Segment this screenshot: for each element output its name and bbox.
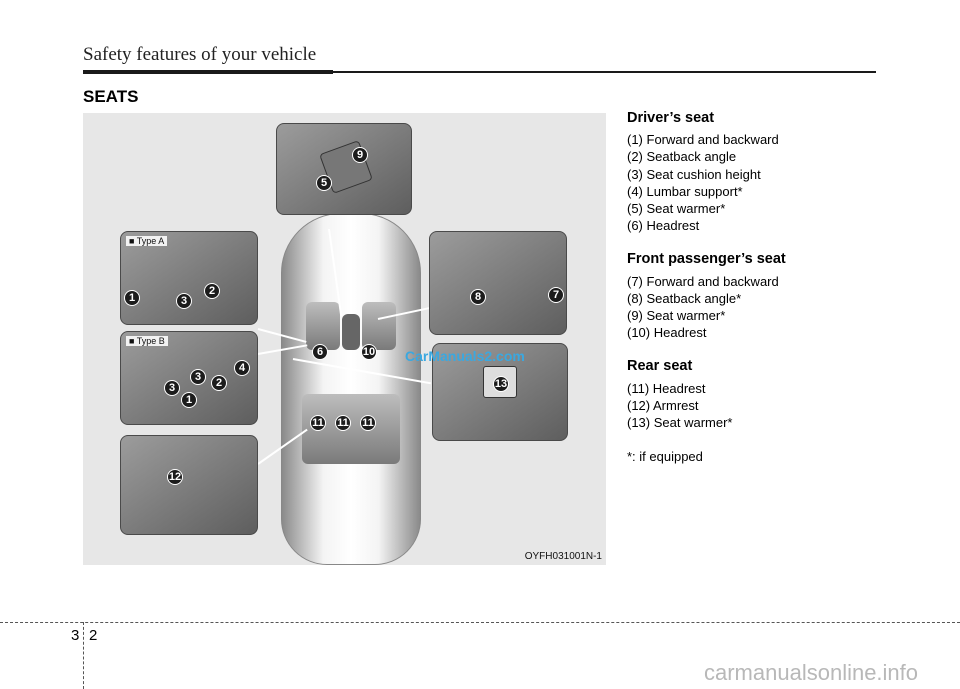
callout-11b: 11 — [335, 415, 351, 431]
callout-1: 1 — [124, 290, 140, 306]
list-item: (4) Lumbar support* — [627, 183, 743, 199]
type-a-label: ■ Type A — [126, 236, 168, 246]
front-seat-right — [362, 302, 396, 350]
seats-figure: ■ Type A ■ Type B 9 5 1 3 2 8 7 6 10 3 4… — [83, 113, 606, 565]
footer-divider — [0, 622, 960, 623]
callout-3b: 3 — [190, 369, 206, 385]
list-item: (3) Seat cushion height — [627, 166, 761, 182]
callout-5: 5 — [316, 175, 332, 191]
callout-6: 6 — [312, 344, 328, 360]
passenger-seat-heading: Front passenger’s seat — [627, 251, 786, 268]
callout-8: 8 — [470, 289, 486, 305]
panel-rear-warmer-switch — [432, 343, 568, 441]
console — [342, 314, 360, 350]
callout-3: 3 — [176, 293, 192, 309]
type-b-label: ■ Type B — [126, 336, 168, 346]
list-item: (6) Headrest — [627, 218, 700, 234]
page-chapter: 3 — [71, 627, 80, 644]
figure-code: OYFH031001N-1 — [524, 551, 602, 562]
callout-11c: 11 — [360, 415, 376, 431]
rear-seat-block: Rear seat (11) Headrest (12) Armrest (13… — [627, 358, 927, 431]
callout-12: 12 — [167, 469, 183, 485]
list-item: (1) Forward and backward — [627, 132, 779, 148]
callout-3c: 3 — [164, 380, 180, 396]
passenger-seat-block: Front passenger’s seat (7) Forward and b… — [627, 251, 927, 341]
front-seat-left — [306, 302, 340, 350]
header-rule-thin — [333, 71, 876, 73]
callout-10: 10 — [361, 344, 377, 360]
car-top-view — [281, 213, 421, 565]
drivers-seat-block: Driver’s seat (1) Forward and backward (… — [627, 110, 927, 234]
seat-legend: Driver’s seat (1) Forward and backward (… — [627, 110, 927, 465]
list-item: (10) Headrest — [627, 325, 707, 341]
callout-13: 13 — [493, 376, 509, 392]
list-item: (9) Seat warmer* — [627, 308, 726, 324]
page-number: 2 — [89, 627, 98, 644]
callout-11a: 11 — [310, 415, 326, 431]
list-item: (13) Seat warmer* — [627, 415, 733, 431]
callout-7: 7 — [548, 287, 564, 303]
panel-passenger-seat — [429, 231, 567, 335]
header-rule — [83, 70, 333, 74]
section-title: SEATS — [83, 87, 139, 106]
rear-seat-heading: Rear seat — [627, 358, 693, 375]
callout-2b: 2 — [211, 375, 227, 391]
list-item: (8) Seatback angle* — [627, 290, 742, 306]
panel-type-a: ■ Type A — [120, 231, 258, 325]
list-item: (2) Seatback angle — [627, 149, 737, 165]
callout-1b: 1 — [181, 392, 197, 408]
panel-type-b: ■ Type B — [120, 331, 258, 425]
watermark-carmanuals: CarManuals2.com — [405, 348, 525, 364]
panel-seat-warmer-switch — [276, 123, 412, 215]
footer-vertical-divider — [83, 622, 84, 689]
site-watermark: carmanualsonline.info — [704, 660, 919, 685]
list-item: (5) Seat warmer* — [627, 201, 726, 217]
header-title: Safety features of your vehicle — [83, 44, 317, 65]
callout-2: 2 — [204, 283, 220, 299]
list-item: (11) Headrest — [627, 380, 706, 396]
drivers-seat-heading: Driver’s seat — [627, 110, 715, 126]
footnote: *: if equipped — [627, 449, 703, 465]
callout-9: 9 — [352, 147, 368, 163]
list-item: (7) Forward and backward — [627, 273, 779, 289]
callout-4: 4 — [234, 360, 250, 376]
list-item: (12) Armrest — [627, 397, 699, 413]
panel-rear-armrest — [120, 435, 258, 535]
